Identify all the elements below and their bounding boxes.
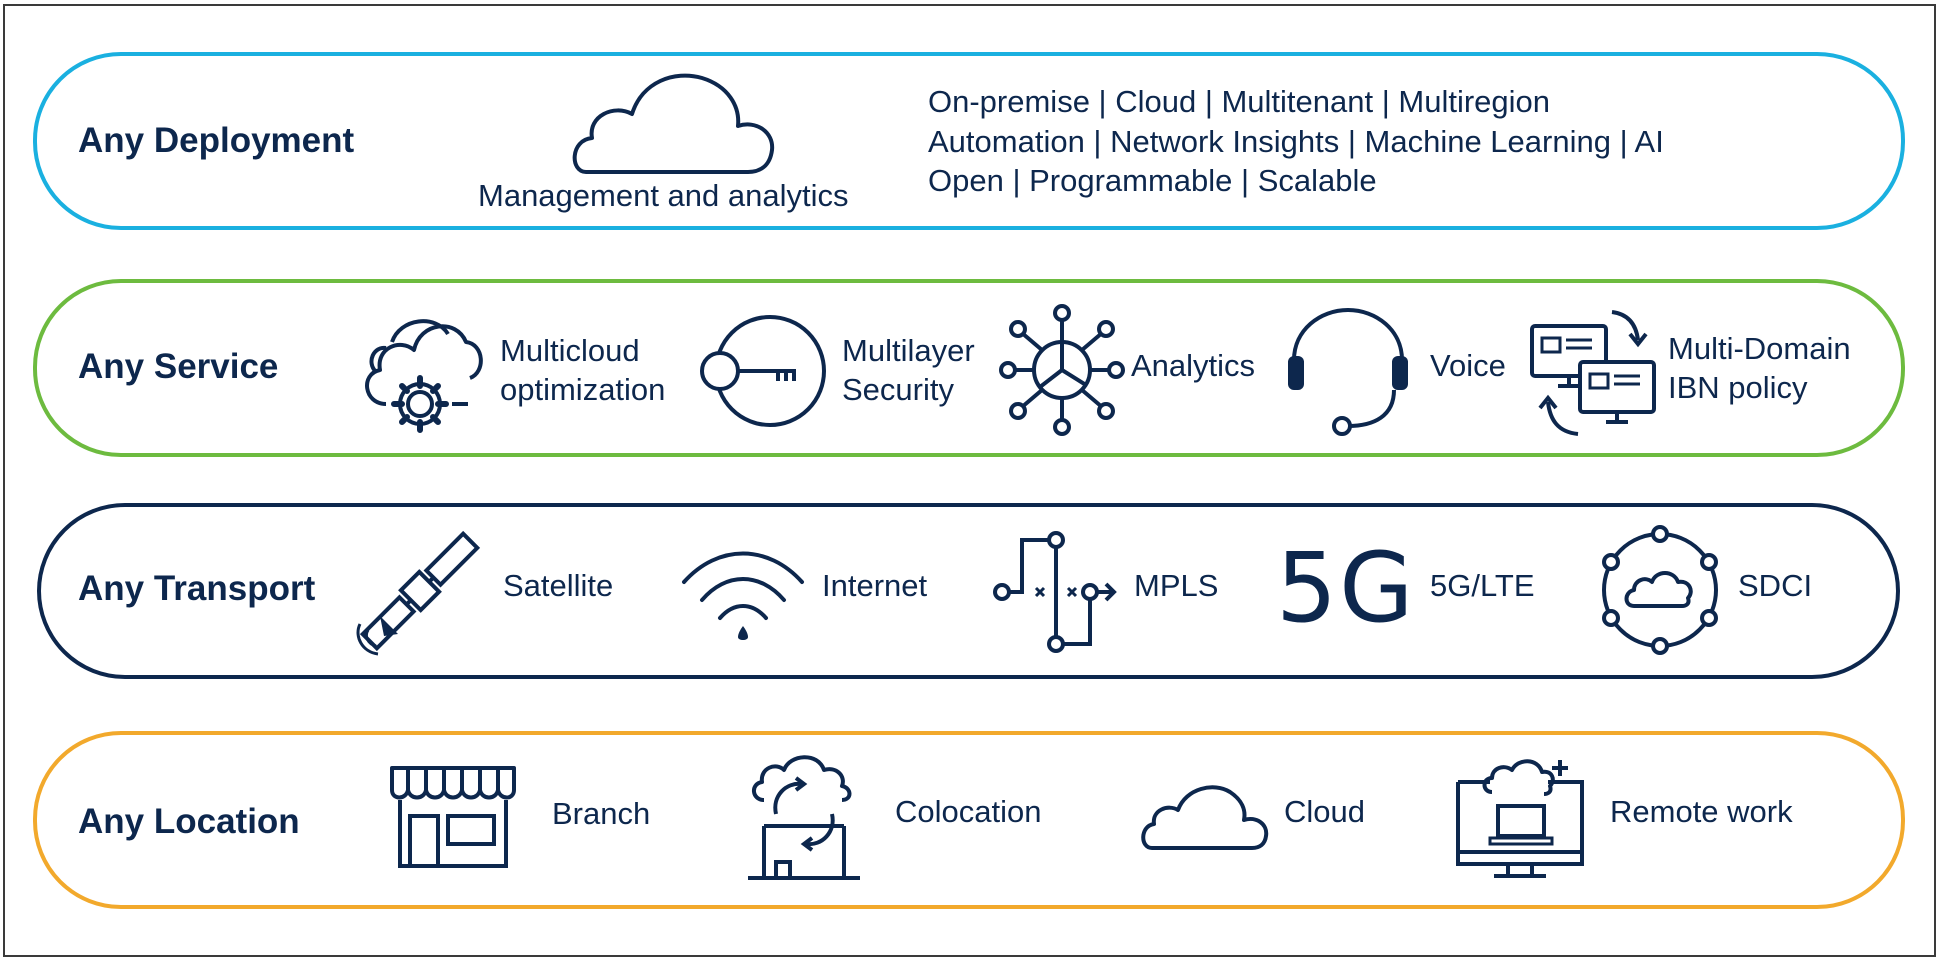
transport-item-5-label: SDCI <box>1738 568 1813 603</box>
key-icon <box>700 313 828 431</box>
deployment-title: Any Deployment <box>78 121 355 160</box>
storefront-icon <box>388 764 518 870</box>
transport-item-3-label: MPLS <box>1134 568 1219 603</box>
transport-item-1-label: Satellite <box>503 568 614 603</box>
colocation-icon <box>746 752 862 882</box>
multicloud-gear-icon <box>356 312 486 434</box>
deployment-row <box>33 52 1905 230</box>
deployment-line-3: Open | Programmable | Scalable <box>928 163 1377 198</box>
service-item-2-line-2: Security <box>842 372 954 407</box>
deployment-line-1: On-premise | Cloud | Multitenant | Multi… <box>928 84 1551 119</box>
cloud-icon <box>1138 780 1270 852</box>
5g-icon: 5G <box>1276 532 1416 644</box>
policy-screens-icon <box>1528 306 1662 438</box>
service-item-5-line-2: IBN policy <box>1668 370 1808 405</box>
service-item-1-line-2: optimization <box>500 372 666 407</box>
location-item-4-label: Remote work <box>1610 794 1793 829</box>
service-item-5-line-1: Multi-Domain <box>1668 331 1851 366</box>
mpls-icon <box>992 530 1120 654</box>
transport-title: Any Transport <box>78 569 316 608</box>
location-item-1-label: Branch <box>552 796 651 831</box>
service-item-4-label: Voice <box>1430 348 1506 383</box>
transport-row <box>37 503 1900 679</box>
diagram-frame <box>3 4 1936 957</box>
service-title: Any Service <box>78 347 279 386</box>
remote-work-icon <box>1454 756 1586 882</box>
location-row <box>33 731 1905 909</box>
analytics-hub-icon <box>1000 305 1124 435</box>
satellite-icon <box>354 528 486 654</box>
service-item-2-line-1: Multilayer <box>842 333 975 368</box>
deployment-caption: Management and analytics <box>478 178 849 213</box>
sdci-icon <box>1596 526 1724 654</box>
location-title: Any Location <box>78 802 300 841</box>
deployment-line-2: Automation | Network Insights | Machine … <box>928 124 1664 159</box>
location-item-2-label: Colocation <box>895 794 1042 829</box>
service-item-1-line-1: Multicloud <box>500 333 640 368</box>
transport-item-2-label: Internet <box>822 568 928 603</box>
wifi-icon <box>680 544 806 640</box>
service-item-3-label: Analytics <box>1131 348 1256 383</box>
headset-icon <box>1288 306 1408 436</box>
service-row <box>33 279 1905 457</box>
cloud-icon <box>568 68 780 178</box>
transport-item-4-label: 5G/LTE <box>1430 568 1535 603</box>
location-item-3-label: Cloud <box>1284 794 1365 829</box>
